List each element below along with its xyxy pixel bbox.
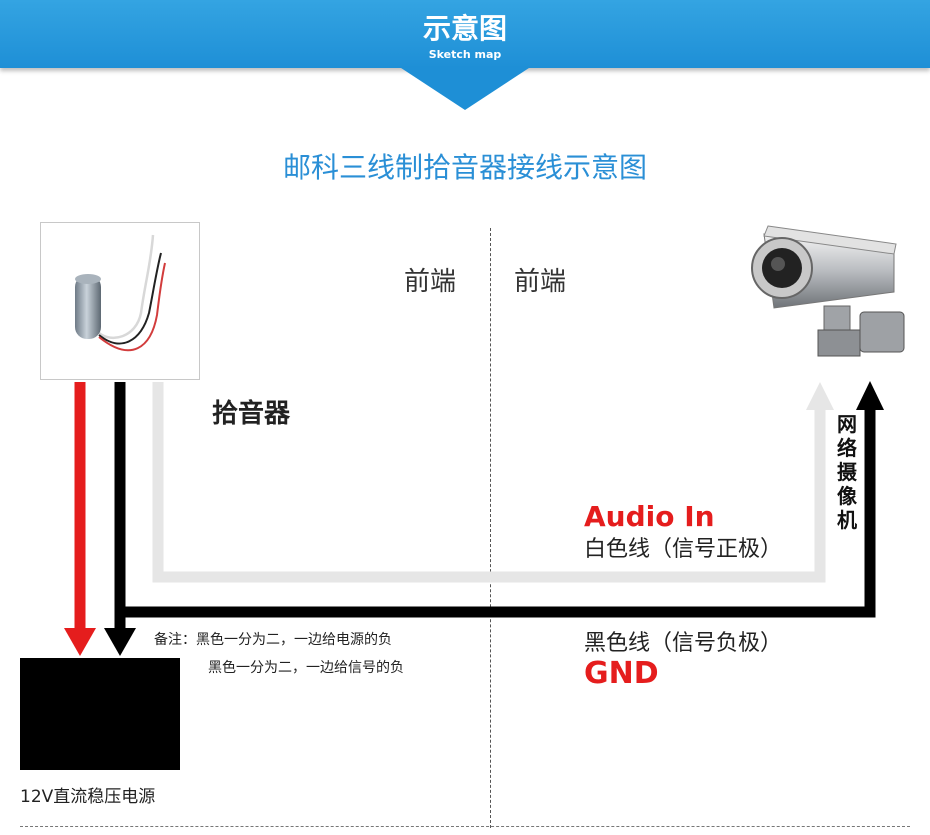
microphone-label: 拾音器 xyxy=(212,399,291,429)
black-wire-psu-arrow xyxy=(104,628,136,656)
banner-notch xyxy=(398,66,532,110)
microphone-box xyxy=(40,222,200,380)
white-wire-arrow xyxy=(806,382,834,410)
power-supply-box xyxy=(20,658,180,770)
microphone-icon xyxy=(75,234,166,351)
black-wire-camera-arrow xyxy=(856,381,884,410)
white-wire-label: 白色线（信号正极） xyxy=(584,537,783,562)
note-line-1: 备注：黑色一分为二，一边给电源的负 xyxy=(154,632,392,648)
white-wire xyxy=(152,382,826,583)
black-wire-label: 黑色线（信号负极） xyxy=(584,631,783,656)
diagram-title: 邮科三线制拾音器接线示意图 xyxy=(282,151,647,184)
header-banner xyxy=(0,0,930,68)
black-wire-camera xyxy=(114,382,876,618)
gnd-label: GND xyxy=(584,656,659,691)
center-divider xyxy=(490,228,491,828)
bottom-divider xyxy=(20,826,910,827)
power-supply-label: 12V直流稳压电源 xyxy=(20,787,156,807)
audio-in-label: Audio In xyxy=(584,500,715,533)
front-label-left: 前端 xyxy=(404,267,457,297)
front-label-right: 前端 xyxy=(514,267,567,297)
note-line-2: 黑色一分为二，一边给信号的负 xyxy=(208,660,404,676)
banner-subtitle: Sketch map xyxy=(428,48,502,61)
camera-label: 网络摄像机 xyxy=(837,412,857,532)
banner-title: 示意图 xyxy=(422,12,507,45)
camera-icon xyxy=(751,225,905,357)
red-wire-arrow xyxy=(64,628,96,656)
